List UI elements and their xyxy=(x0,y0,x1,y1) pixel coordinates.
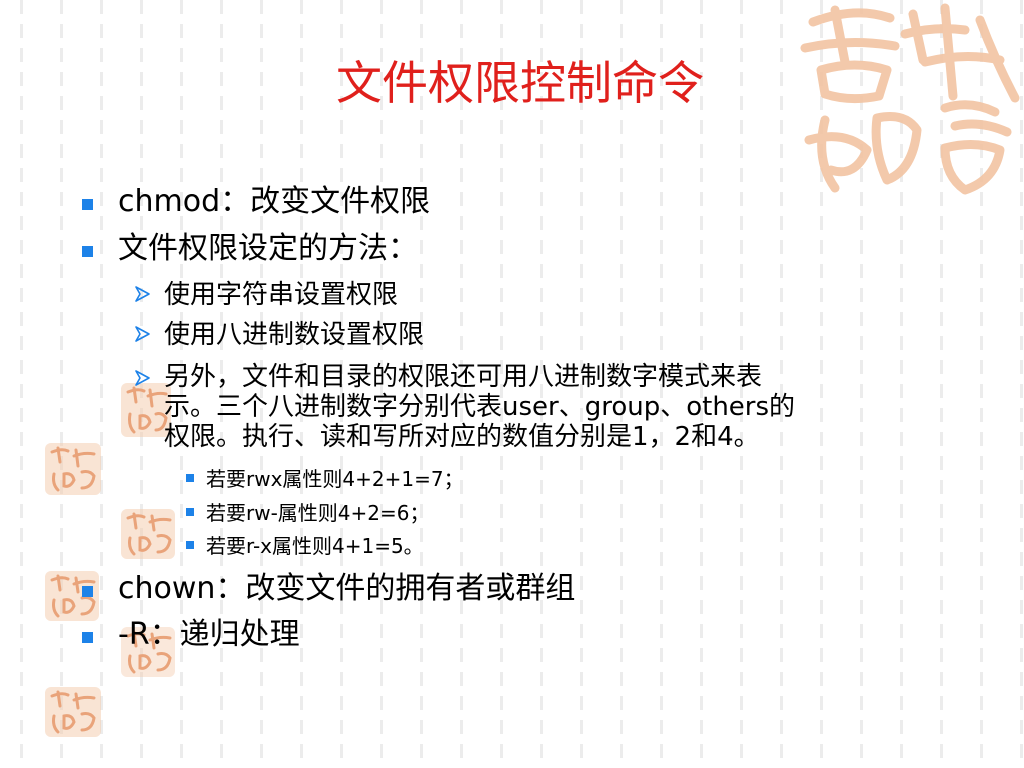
note-paragraph: 另外，文件和目录的权限还可用八进制数字模式来表 示。三个八进制数字分别代表use… xyxy=(164,362,964,452)
bullet-square-icon xyxy=(82,586,93,597)
sub-bullet-text: 使用字符串设置权限 xyxy=(164,280,399,310)
bullet-square-icon xyxy=(186,541,194,549)
seal-large-icon xyxy=(800,3,1020,195)
bullet-square-icon xyxy=(186,508,194,516)
bullet-text: 文件权限设定的方法： xyxy=(118,231,418,266)
seal-small-icon xyxy=(45,571,99,621)
bullet-text: chown：改变文件的拥有者或群组 xyxy=(118,571,576,606)
arrow-bullet-icon xyxy=(135,286,150,302)
seal-small-icon xyxy=(121,627,175,677)
seal-small-icon xyxy=(121,383,171,437)
sub-sub-bullet-text: 若要rwx属性则4+2+1=7； xyxy=(206,467,464,491)
note-line: 权限。执行、读和写所对应的数值分别是1，2和4。 xyxy=(164,422,760,452)
bullet-text: -R：递归处理 xyxy=(118,617,300,652)
seal-small-icon xyxy=(45,687,101,737)
bullet-square-icon xyxy=(82,199,93,210)
note-line: 另外，文件和目录的权限还可用八进制数字模式来表 xyxy=(164,362,763,392)
bullet-square-icon xyxy=(82,246,93,257)
arrow-bullet-icon xyxy=(135,326,150,342)
sub-sub-bullet-text: 若要rw-属性则4+2=6； xyxy=(206,501,430,525)
slide-title: 文件权限控制命令 xyxy=(336,56,704,110)
note-line: 示。三个八进制数字分别代表user、group、others的 xyxy=(164,392,796,422)
bullet-square-icon xyxy=(186,474,194,482)
sub-bullet-text: 使用八进制数设置权限 xyxy=(164,320,425,350)
sub-sub-bullet-text: 若要r-x属性则4+1=5。 xyxy=(206,534,424,558)
seal-small-icon xyxy=(121,509,175,559)
bullet-square-icon xyxy=(82,632,93,643)
arrow-bullet-icon xyxy=(135,370,150,386)
seal-small-icon xyxy=(45,443,101,495)
bullet-text: chmod：改变文件权限 xyxy=(118,184,431,219)
